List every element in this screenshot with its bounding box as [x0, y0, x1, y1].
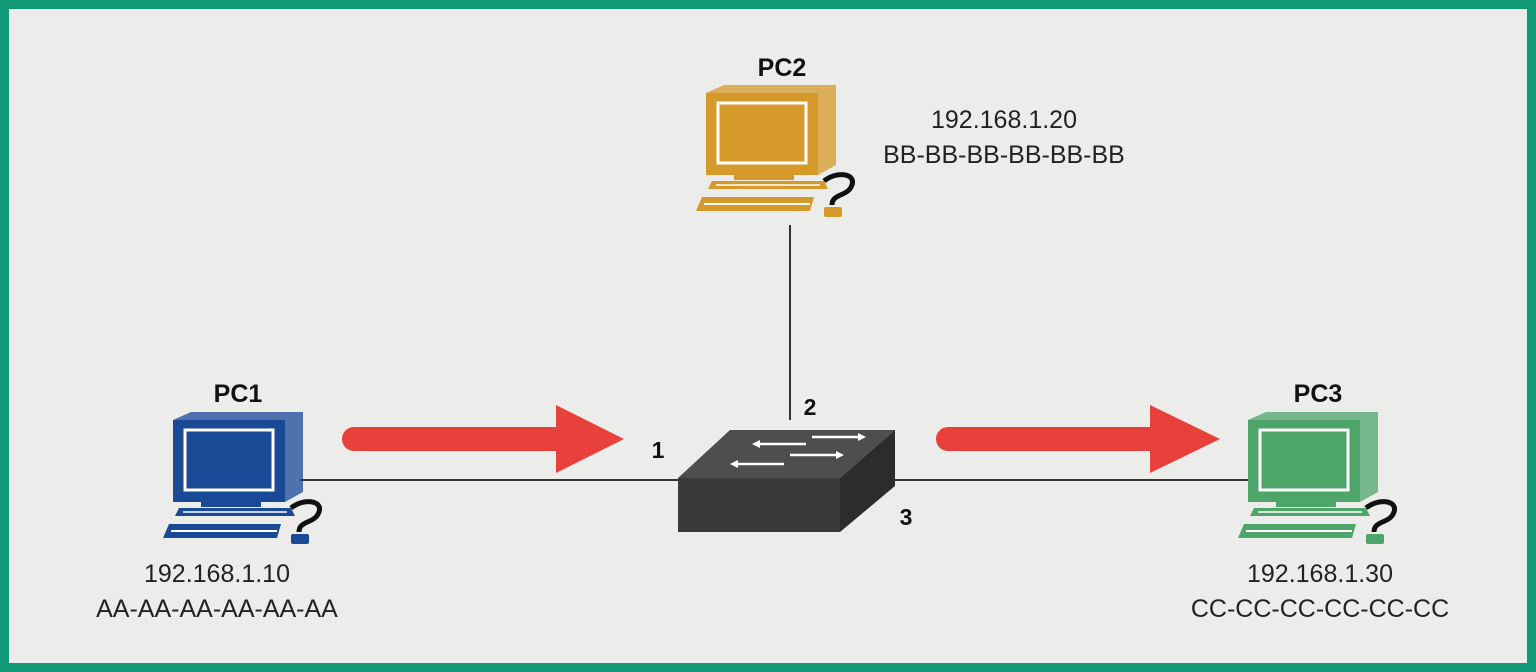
pc2-computer-icon — [696, 85, 853, 217]
network-diagram: PC1 PC2 PC3 1 2 3 192.168.1.10 AA-AA-AA-… — [96, 54, 1449, 623]
arrow-switch-to-pc3 — [936, 405, 1220, 473]
pc3-computer-icon — [1238, 412, 1395, 544]
network-switch-icon — [678, 430, 895, 532]
pc1-computer-icon — [163, 412, 320, 544]
pc2-ip-address: 192.168.1.20 — [931, 106, 1077, 134]
pc1-label: PC1 — [214, 380, 263, 408]
pc3-ip-address: 192.168.1.30 — [1247, 560, 1393, 588]
pc1-mac-address: AA-AA-AA-AA-AA-AA — [96, 595, 338, 623]
port-2-label: 2 — [804, 394, 817, 420]
pc1-ip-address: 192.168.1.10 — [144, 560, 290, 588]
port-3-label: 3 — [900, 504, 913, 530]
pc3-mac-address: CC-CC-CC-CC-CC-CC — [1191, 595, 1449, 623]
arrow-pc1-to-switch — [342, 405, 624, 473]
pc2-mac-address: BB-BB-BB-BB-BB-BB — [883, 141, 1125, 169]
port-1-label: 1 — [652, 437, 665, 463]
pc2-label: PC2 — [758, 54, 807, 82]
pc3-label: PC3 — [1294, 380, 1343, 408]
